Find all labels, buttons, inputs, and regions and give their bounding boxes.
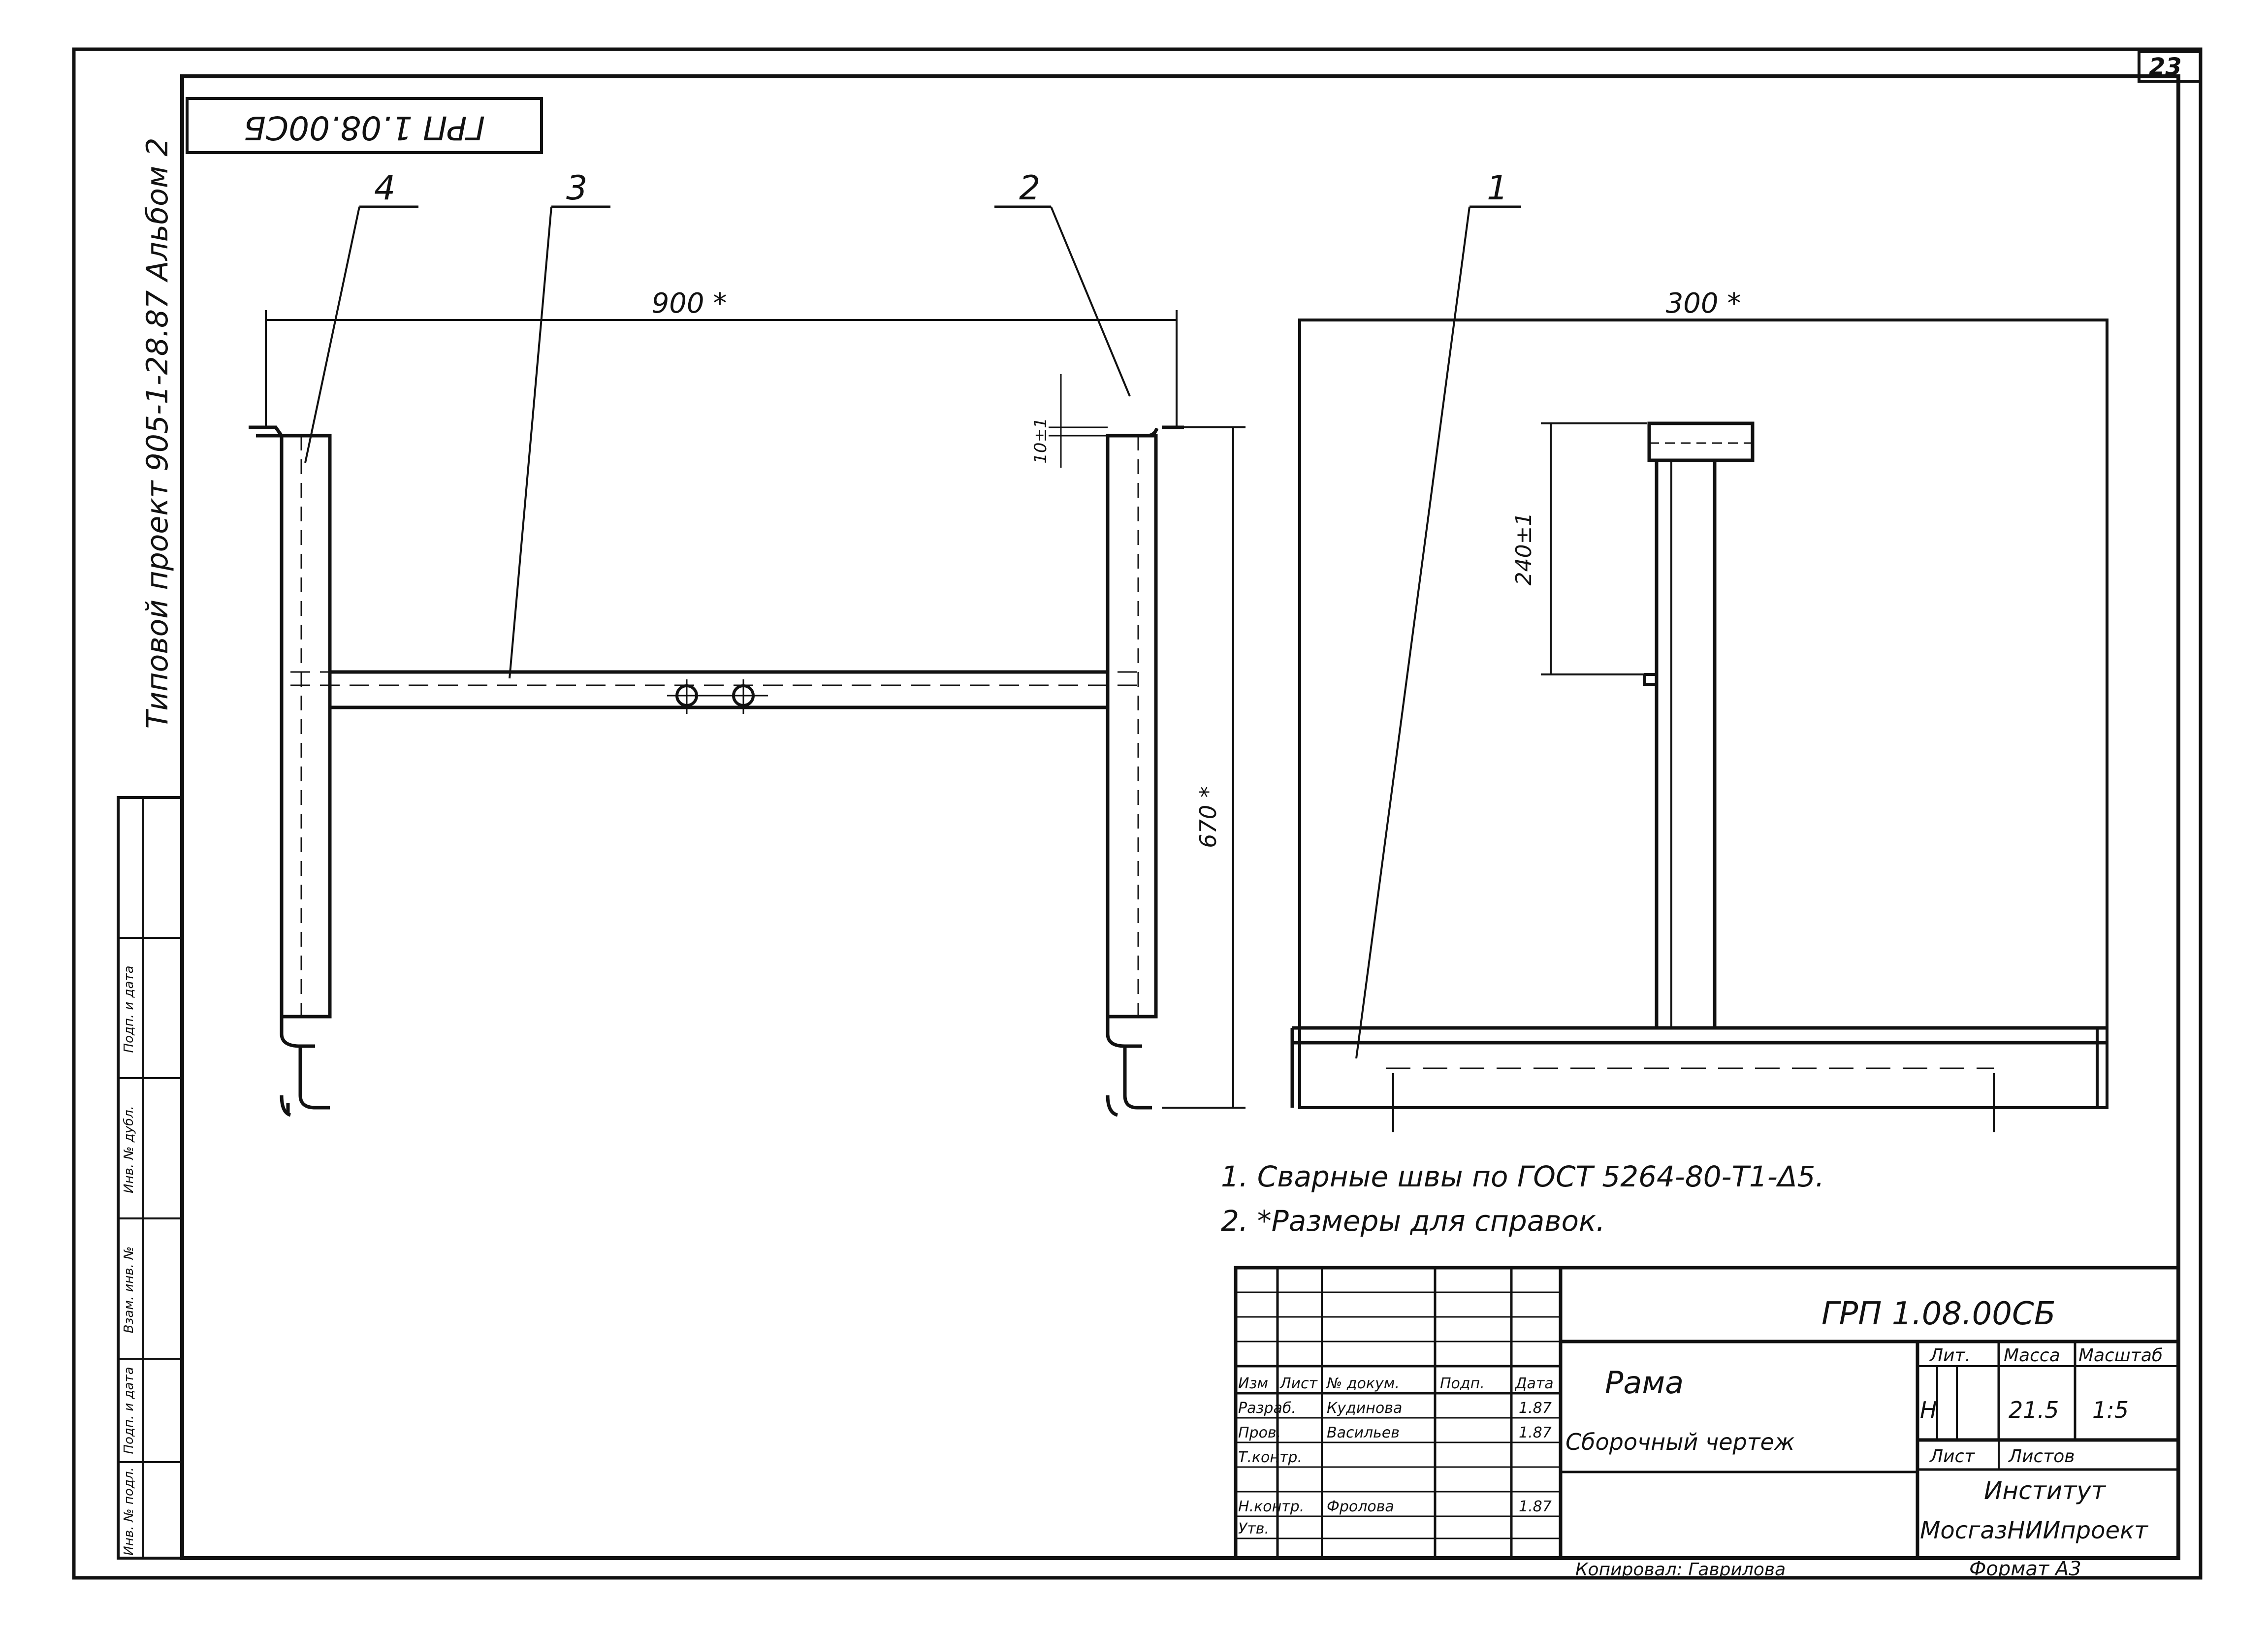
side-view: 240±1 300 * 1 <box>1290 169 2108 1132</box>
tb-role-developer: Разраб. <box>1238 1400 1296 1417</box>
left-post-top-flange <box>249 425 283 438</box>
tb-lit-header: Лит. <box>1929 1345 1971 1366</box>
tb-lit-value: Н <box>1920 1397 1937 1423</box>
tb-sheet-label: Лист <box>1929 1446 1975 1467</box>
leader-2: 2 <box>1019 169 1040 208</box>
leader-1: 1 <box>1487 169 1508 208</box>
left-strip: Инв. № подл. Подп. и дата Взам. инв. № И… <box>117 796 184 1560</box>
dim-side-width: 300 * <box>1666 288 1741 320</box>
inner-frame <box>180 74 2180 1560</box>
copied-by: Копировал: Гаврилова <box>1575 1560 1786 1580</box>
tb-mass-header: Масса <box>2004 1345 2060 1366</box>
tb-header-izm: Изм <box>1238 1375 1268 1392</box>
front-view: 900 * 670 * 10±1 4 3 2 <box>249 169 1246 1117</box>
tb-code: ГРП 1.08.00СБ <box>1821 1296 2056 1332</box>
leader-3: 3 <box>566 169 587 208</box>
tb-header-doc: № докум. <box>1326 1375 1400 1392</box>
drawing-code-rotated: ГРП 1.08.00СБ <box>244 109 485 147</box>
leader-4: 4 <box>374 169 395 208</box>
tb-scale-value: 1:5 <box>2092 1397 2129 1423</box>
tb-date-checker: 1.87 <box>1519 1424 1552 1441</box>
tb-org-line1: Институт <box>1984 1476 2107 1505</box>
strip-label-5: Подп. и дата <box>122 965 136 1053</box>
dim-bracket: 240±1 <box>1511 512 1536 586</box>
note-1: 1. Сварные швы по ГОСТ 5264-80-Т1-Δ5. <box>1221 1160 1824 1193</box>
side-post-cap <box>1647 421 1755 462</box>
tb-role-ncontrol: Н.контр. <box>1238 1498 1304 1515</box>
strip-label-2: Подп. и дата <box>122 1367 136 1454</box>
left-post-channel-foot <box>280 1017 330 1117</box>
tb-mass-value: 21.5 <box>2009 1397 2059 1423</box>
tb-date-developer: 1.87 <box>1519 1400 1552 1417</box>
side-label: Типовой проект 905-1-28.87 Альбом 2 <box>140 138 175 729</box>
tb-role-checker: Пров. <box>1238 1424 1281 1441</box>
tb-header-list: Лист <box>1279 1375 1318 1392</box>
strip-label-4: Инв. № дубл. <box>122 1106 136 1193</box>
strip-label-1: Инв. № подл. <box>122 1467 136 1555</box>
strip-label-3: Взам. инв. № <box>122 1246 136 1334</box>
tb-name-developer: Кудинова <box>1327 1400 1402 1417</box>
crossbar <box>328 670 1110 709</box>
dim-offset: 10±1 <box>1031 417 1051 463</box>
tb-header-date: Дата <box>1514 1375 1554 1392</box>
format-label: Формат А3 <box>1969 1558 2081 1580</box>
right-post-channel-foot <box>1106 1017 1152 1117</box>
side-frame <box>1298 319 2108 1109</box>
tb-name-checker: Васильев <box>1327 1424 1400 1441</box>
right-post <box>1106 434 1158 1019</box>
dim-height: 670 * <box>1195 786 1221 848</box>
dim-front-width: 900 * <box>652 288 727 320</box>
sheet-number-box <box>2138 50 2202 83</box>
right-post-top-flange <box>1118 425 1184 438</box>
left-post <box>280 434 332 1019</box>
tb-org-line2: МосгазНИИпроект <box>1920 1517 2149 1544</box>
note-2: 2. *Размеры для справок. <box>1221 1204 1605 1238</box>
drawing-code-box <box>186 97 543 154</box>
tb-sheets-label: Листов <box>2008 1446 2075 1467</box>
tb-scale-header: Масштаб <box>2078 1345 2163 1366</box>
tb-date-ncontrol: 1.87 <box>1519 1498 1552 1515</box>
tb-header-sign: Подп. <box>1440 1375 1485 1392</box>
tb-role-tcontrol: Т.контр. <box>1238 1449 1302 1466</box>
tb-subtitle: Сборочный чертеж <box>1565 1429 1795 1455</box>
sheet-border <box>72 47 2203 1580</box>
tb-name: Рама <box>1605 1365 1684 1401</box>
tb-name-ncontrol: Фролова <box>1327 1498 1394 1515</box>
side-post <box>1655 458 1717 1030</box>
title-block: Изм Лист № докум. Подп. Дата Разраб. Куд… <box>1234 1266 2180 1560</box>
tb-role-approved: Утв. <box>1238 1520 1269 1537</box>
sheet-number: 23 <box>2149 53 2182 81</box>
